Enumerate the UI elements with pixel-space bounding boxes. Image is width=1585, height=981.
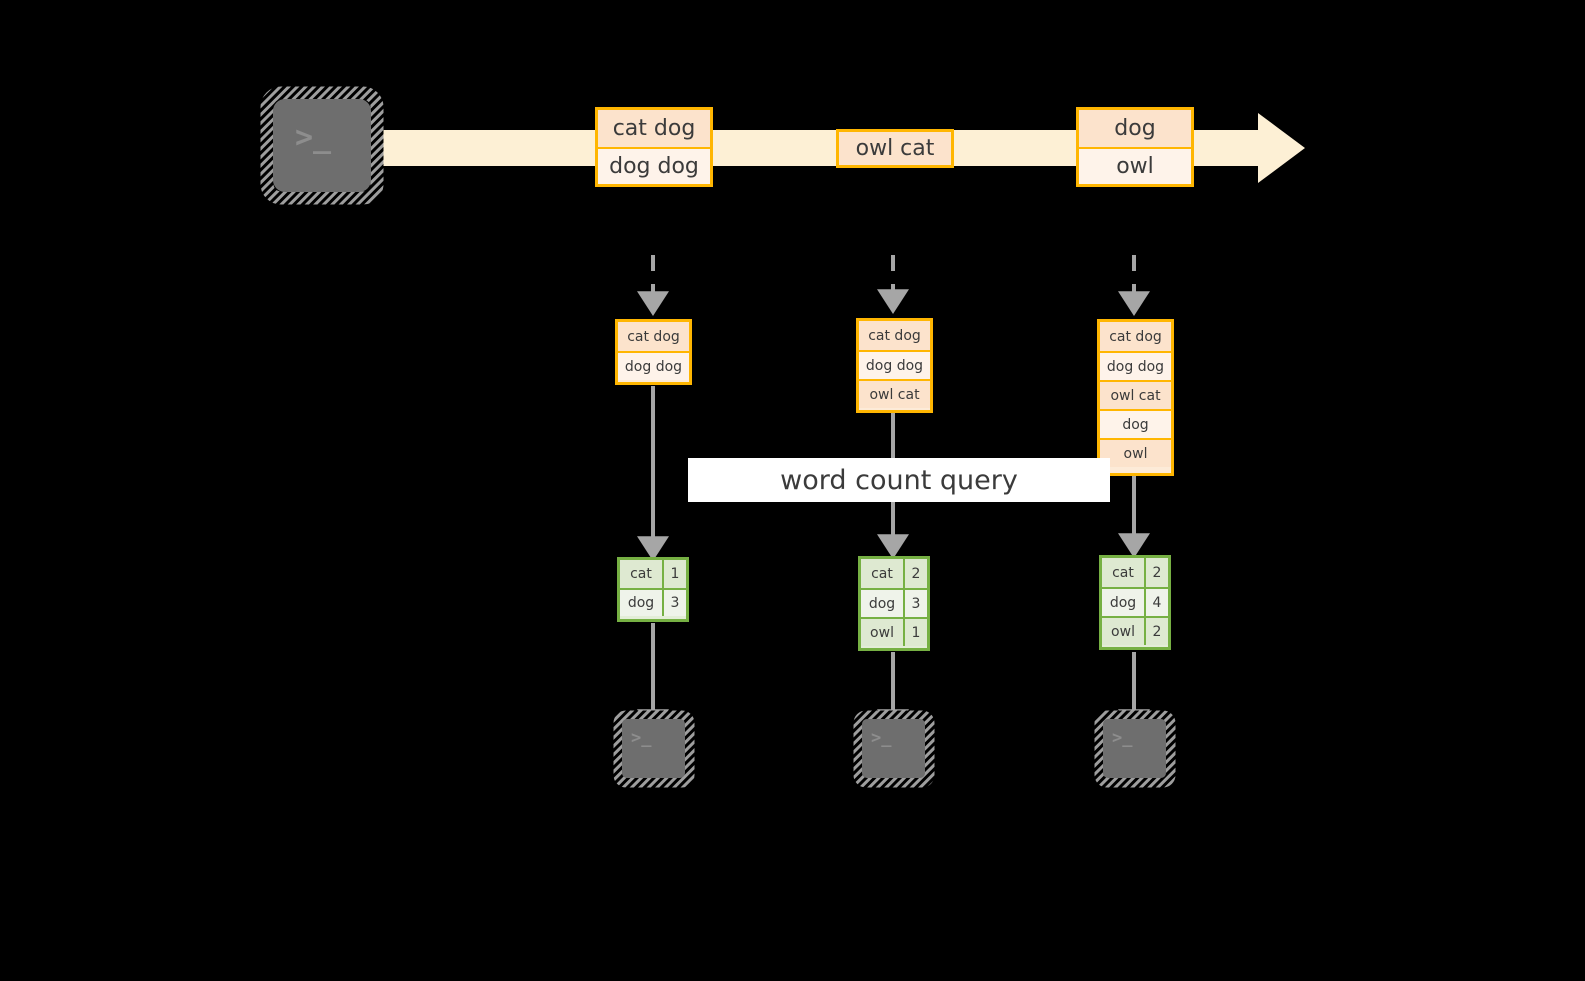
query-label: word count query	[688, 458, 1110, 502]
result-table-3-count-2: 4	[1146, 589, 1168, 616]
terminal-prompt-icon	[862, 719, 925, 778]
result-table-2-count-1: 2	[905, 559, 927, 588]
result-table-3-word-2: dog	[1102, 589, 1146, 616]
result-table-3-count-1: 2	[1146, 558, 1168, 587]
buffer-snapshot-2-line-2: dog dog	[859, 350, 930, 379]
stream-event-2[interactable]: owl cat	[836, 129, 954, 168]
stream-event-1-line-1: cat dog	[598, 110, 710, 147]
buffer-snapshot-3-line-2: dog dog	[1100, 351, 1171, 380]
result-table-2-count-2: 3	[905, 590, 927, 617]
result-table-3-word-3: owl	[1102, 618, 1146, 645]
stream-event-2-line-1: owl cat	[839, 132, 951, 165]
terminal-prompt-icon	[273, 99, 371, 192]
buffer-snapshot-3-line-4: dog	[1100, 409, 1171, 438]
stream-event-1[interactable]: cat dog dog dog	[595, 107, 713, 187]
stream-event-1-line-2: dog dog	[598, 147, 710, 184]
result-table-2[interactable]: cat 2 dog 3 owl 1	[858, 556, 930, 651]
result-table-3-count-3: 2	[1146, 618, 1168, 645]
buffer-snapshot-3-line-5: owl	[1100, 438, 1171, 467]
sink-terminal-2[interactable]: >_	[862, 719, 925, 778]
terminal-prompt-glyph: >_	[871, 728, 892, 748]
terminal-prompt-icon	[622, 719, 685, 778]
table-row: owl 2	[1102, 616, 1168, 645]
sink-terminal-1[interactable]: >_	[622, 719, 685, 778]
result-table-3-word-1: cat	[1102, 558, 1146, 587]
table-row: cat 2	[1102, 558, 1168, 587]
result-table-2-word-3: owl	[861, 619, 905, 646]
buffer-snapshot-3-line-3: owl cat	[1100, 380, 1171, 409]
buffer-snapshot-2-line-1: cat dog	[859, 321, 930, 350]
stream-event-3[interactable]: dog owl	[1076, 107, 1194, 187]
table-row: dog 3	[861, 588, 927, 617]
terminal-prompt-icon	[1103, 719, 1166, 778]
table-row: cat 1	[620, 560, 686, 588]
sink-terminal-3[interactable]: >_	[1103, 719, 1166, 778]
table-row: owl 1	[861, 617, 927, 646]
buffer-snapshot-1-line-1: cat dog	[618, 322, 689, 351]
table-row: cat 2	[861, 559, 927, 588]
query-label-text: word count query	[780, 464, 1018, 496]
buffer-snapshot-1[interactable]: cat dog dog dog	[615, 319, 692, 385]
buffer-snapshot-2[interactable]: cat dog dog dog owl cat	[856, 318, 933, 413]
buffer-snapshot-1-line-2: dog dog	[618, 351, 689, 380]
result-table-1-word-2: dog	[620, 590, 664, 616]
result-table-2-word-1: cat	[861, 559, 905, 588]
terminal-prompt-glyph: >_	[295, 120, 332, 155]
terminal-prompt-glyph: >_	[631, 728, 652, 748]
terminal-prompt-glyph: >_	[1112, 728, 1133, 748]
source-terminal[interactable]: >_	[273, 99, 371, 192]
result-table-1[interactable]: cat 1 dog 3	[617, 557, 689, 622]
terminal-frames	[260, 86, 1176, 788]
result-table-1-count-2: 3	[664, 590, 686, 616]
result-table-2-count-3: 1	[905, 619, 927, 646]
stream-event-3-line-1: dog	[1079, 110, 1191, 147]
result-table-2-word-2: dog	[861, 590, 905, 617]
buffer-snapshot-3[interactable]: cat dog dog dog owl cat dog owl	[1097, 319, 1174, 476]
table-row: dog 3	[620, 588, 686, 616]
result-table-1-count-1: 1	[664, 560, 686, 588]
result-table-3[interactable]: cat 2 dog 4 owl 2	[1099, 555, 1171, 650]
stream-event-3-line-2: owl	[1079, 147, 1191, 184]
table-row: dog 4	[1102, 587, 1168, 616]
result-table-1-word-1: cat	[620, 560, 664, 588]
buffer-snapshot-2-line-3: owl cat	[859, 379, 930, 408]
buffer-snapshot-3-line-1: cat dog	[1100, 322, 1171, 351]
